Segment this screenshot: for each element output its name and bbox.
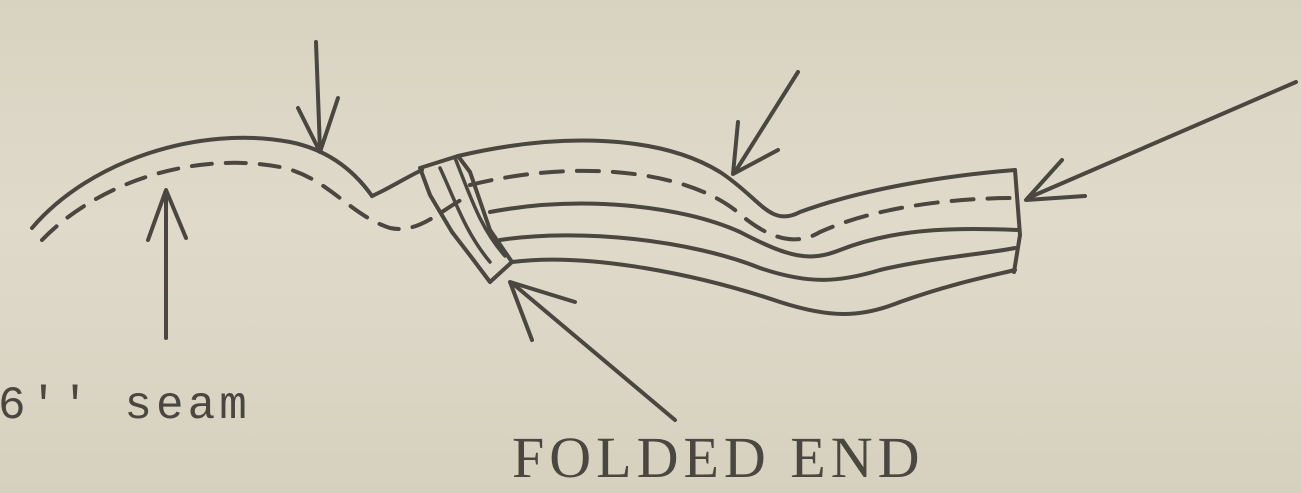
arrow-hump-top: [298, 42, 338, 152]
folded-end-label: FOLDED END: [512, 424, 924, 491]
arrow-seam: [148, 190, 186, 338]
seam-stitch-line: [42, 163, 470, 240]
strip-layer-2: [490, 204, 1018, 257]
strip-right-end: [1014, 170, 1020, 272]
arrow-strip-end: [1026, 82, 1296, 200]
arrow-strip-top: [733, 72, 798, 174]
folded-end-outer: [420, 156, 512, 282]
arrow-folded-end: [510, 282, 675, 420]
seam-label: 6'' seam: [0, 380, 251, 432]
strip-connector: [372, 170, 422, 196]
